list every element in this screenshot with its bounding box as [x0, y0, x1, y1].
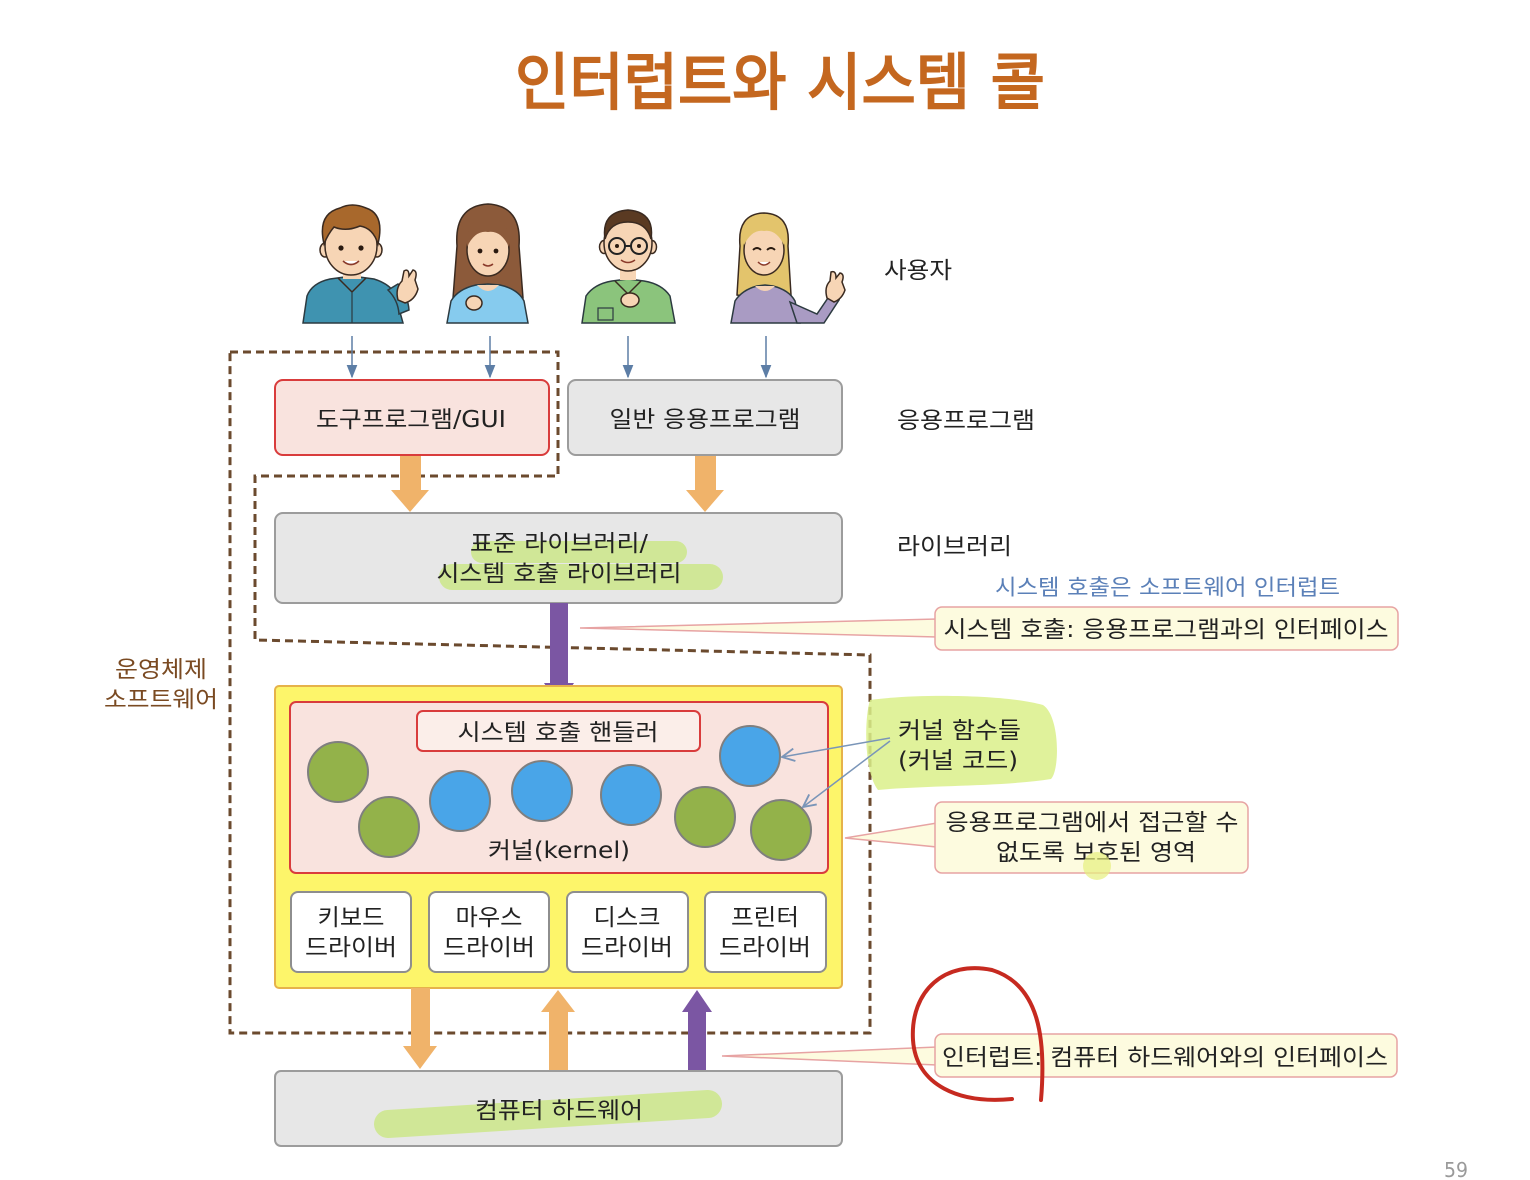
mouse-driver-box — [428, 891, 550, 973]
syscall-callout-pointer — [579, 618, 938, 638]
interrupt-callout-pointer — [721, 1046, 938, 1066]
syscall-callout-text: 시스템 호출: 응용프로그램과의 인터페이스 — [944, 617, 1389, 643]
page-title: 인터럽트와 시스템 콜 — [515, 46, 1045, 119]
mouse-driver-line-2: 드라이버 — [443, 935, 535, 961]
printer-driver-box — [704, 891, 827, 973]
kernel-function-circle — [750, 799, 812, 861]
disk-driver-line-2: 드라이버 — [581, 935, 673, 961]
kernel-function-circle — [719, 725, 781, 787]
disk-driver-box — [566, 891, 689, 973]
users-group — [302, 203, 846, 324]
arrow-hardware-to-kernel-orange — [541, 990, 575, 1070]
kernel-function-circle — [429, 770, 491, 832]
kernel-function-circle — [511, 760, 573, 822]
general-program-box — [567, 379, 843, 456]
hardware-highlight — [374, 1090, 722, 1138]
highlight-dot — [1083, 852, 1111, 880]
users-label: 사용자 — [884, 258, 952, 284]
library-label: 라이브러리 — [897, 534, 1012, 560]
arrow-library-to-kernel — [544, 603, 574, 706]
blonde-woman-user-icon — [730, 212, 846, 324]
arrow-tool-to-library — [391, 456, 429, 512]
kernel-functions-label-line-1: 커널 함수들 — [898, 718, 1021, 744]
protected-callout-pointer — [844, 822, 938, 848]
os-software-label-line-1: 운영체제 — [115, 657, 207, 683]
printer-driver-line-2: 드라이버 — [719, 935, 811, 961]
driver-boxes: 키보드 드라이버 마우스 드라이버 디스크 드라이버 프린터 드라이버 — [290, 891, 827, 973]
keyboard-driver-box — [290, 891, 412, 973]
keyboard-driver-line-2: 드라이버 — [305, 935, 397, 961]
disk-driver-line-1: 디스크 — [594, 905, 661, 931]
kernel-functions-highlight — [866, 695, 1057, 790]
kernel-function-circle — [307, 741, 369, 803]
red-annotation-circle — [910, 966, 1045, 1102]
tool-program-box — [274, 379, 550, 456]
kernel-label: 커널(kernel) — [488, 838, 630, 864]
general-program-text: 일반 응용프로그램 — [610, 407, 801, 433]
library-text-line-1: 표준 라이브러리/ — [470, 531, 648, 557]
kernel-function-circle — [600, 764, 662, 826]
kernel-functions-label-line-2: (커널 코드) — [898, 748, 1018, 774]
tool-program-text: 도구프로그램/GUI — [316, 407, 506, 433]
interrupt-callout-box — [934, 1033, 1398, 1078]
os-software-label-line-2: 소프트웨어 — [104, 687, 218, 713]
glasses-man-user-icon — [581, 209, 676, 324]
printer-driver-line-1: 프린터 — [731, 905, 799, 931]
software-interrupt-note: 시스템 호출은 소프트웨어 인터럽트 — [995, 576, 1340, 601]
os-software-boundary — [228, 350, 872, 1035]
protected-callout-line-1: 응용프로그램에서 접근할 수 — [946, 810, 1239, 836]
arrow-general-to-library — [686, 456, 724, 512]
man-user-icon — [302, 204, 419, 324]
kernel-function-pointer-2 — [803, 740, 891, 807]
syscall-callout-box — [934, 606, 1399, 651]
library-text-line-2: 시스템 호출 라이브러리 — [437, 561, 682, 587]
kernel-functions — [307, 725, 812, 861]
kernel-function-circle — [358, 796, 420, 858]
system-call-handler-text: 시스템 호출 핸들러 — [458, 720, 659, 746]
applications-label: 응용프로그램 — [897, 408, 1035, 434]
kernel-function-pointer-1 — [782, 737, 891, 757]
system-call-handler-box — [416, 710, 701, 752]
woman-user-icon — [446, 203, 529, 324]
arrow-kernel-to-hardware — [403, 988, 437, 1069]
interrupt-callout-text: 인터럽트: 컴퓨터 하드웨어와의 인터페이스 — [942, 1045, 1388, 1071]
keyboard-driver-line-1: 키보드 — [318, 905, 385, 931]
hardware-text: 컴퓨터 하드웨어 — [475, 1098, 643, 1124]
mouse-driver-line-1: 마우스 — [456, 905, 523, 931]
kernel-function-circle — [674, 786, 736, 848]
user-to-app-arrows — [346, 336, 772, 379]
arrow-hardware-to-kernel-purple — [682, 990, 712, 1070]
page-number: 59 — [1444, 1158, 1468, 1180]
